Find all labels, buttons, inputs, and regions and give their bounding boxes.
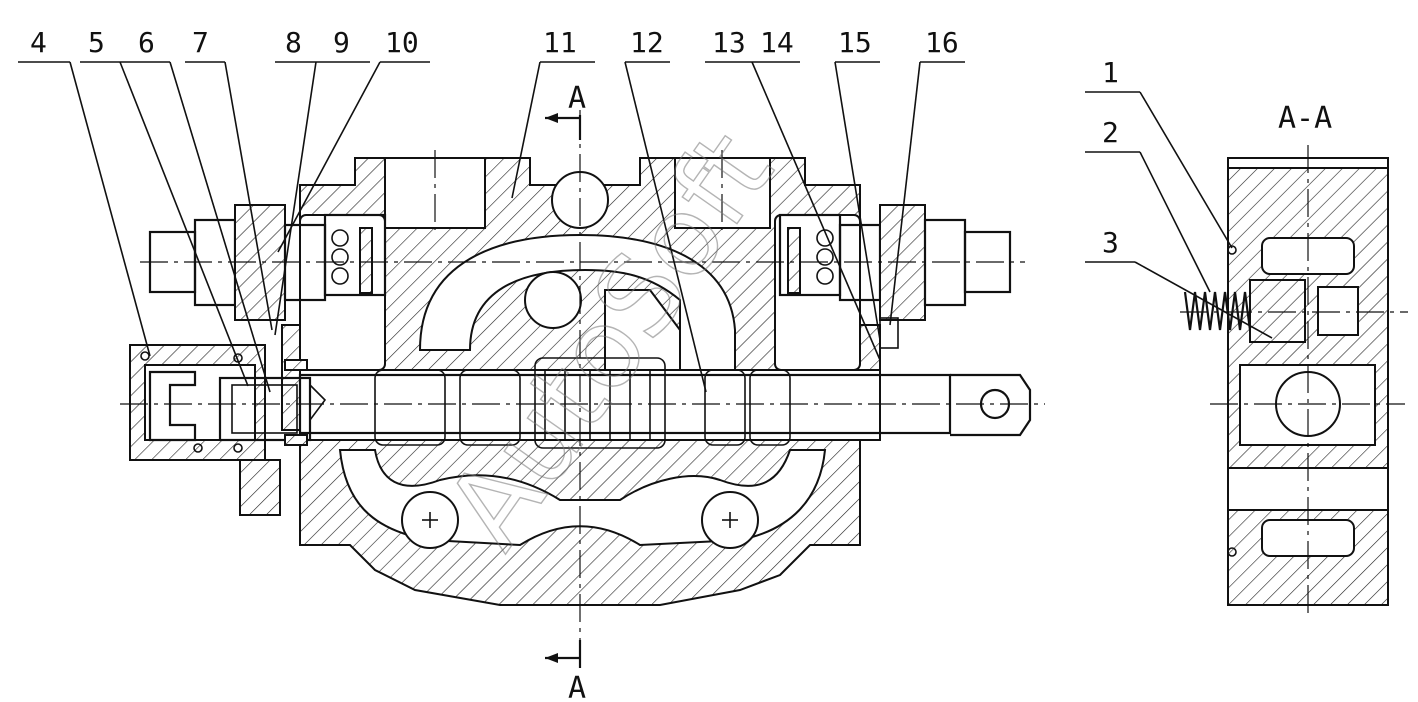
- callout-leaders: [18, 61, 1273, 393]
- callout-11: 11: [543, 26, 577, 59]
- callout-16: 16: [925, 26, 959, 59]
- centerlines: [120, 110, 1045, 665]
- section-title: A-A: [1278, 101, 1332, 136]
- callout-3: 3: [1102, 226, 1119, 259]
- callout-5: 5: [88, 26, 105, 59]
- callout-7: 7: [192, 26, 209, 59]
- callout-13: 13: [712, 26, 746, 59]
- section-marker-bottom: A: [568, 671, 586, 702]
- callout-14: 14: [760, 26, 794, 59]
- spring-cap-assembly: [129, 344, 327, 516]
- callout-9: 9: [333, 26, 350, 59]
- callout-8: 8: [285, 26, 302, 59]
- callout-1: 1: [1102, 56, 1119, 89]
- callout-2: 2: [1102, 116, 1119, 149]
- mounting-holes: [401, 491, 759, 549]
- callout-4: 4: [30, 26, 47, 59]
- callout-15: 15: [838, 26, 872, 59]
- section-marker-top: A: [568, 81, 586, 116]
- main-view: A A: [120, 81, 1045, 702]
- section-view-a-a: A-A: [1180, 101, 1408, 618]
- section-cut-top: A: [545, 81, 586, 140]
- callout-10: 10: [385, 26, 419, 59]
- section-cut-bottom: A: [545, 640, 586, 702]
- callout-labels: 4 5 6 7 8 9 10 11 12 13 14 15 16 1 2 3: [30, 26, 1119, 259]
- callout-12: 12: [630, 26, 664, 59]
- callout-6: 6: [138, 26, 155, 59]
